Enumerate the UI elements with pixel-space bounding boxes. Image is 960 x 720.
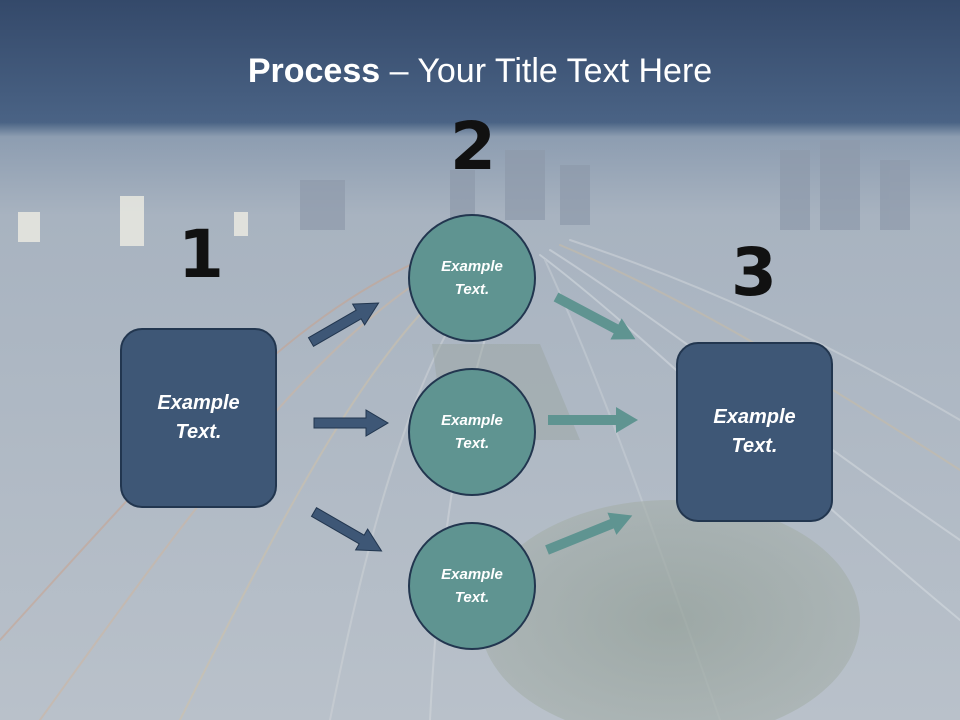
step-number-2: 2 xyxy=(450,108,496,185)
circle-bottom-line1: Example xyxy=(441,566,503,583)
circle-bottom: Example Text. xyxy=(408,522,536,650)
arrow-down-right-dark xyxy=(310,506,383,552)
right-box-line2: Text. xyxy=(731,435,778,457)
arrow-down-right-teal xyxy=(553,292,636,340)
arrow-up-right-dark xyxy=(307,302,380,348)
right-box: Example Text. xyxy=(676,342,833,522)
slide-title: Process – Your Title Text Here xyxy=(0,52,960,91)
circle-middle-line2: Text. xyxy=(454,435,490,452)
left-box-line2: Text. xyxy=(175,421,222,443)
step-number-1: 1 xyxy=(178,216,224,293)
circle-top: Example Text. xyxy=(408,214,536,342)
circle-top-line1: Example xyxy=(441,258,503,275)
arrow-up-right-teal xyxy=(545,512,633,555)
title-rest: – Your Title Text Here xyxy=(380,52,713,90)
left-box-line1: Example xyxy=(157,392,240,414)
circle-middle: Example Text. xyxy=(408,368,536,496)
circle-bottom-line2: Text. xyxy=(454,589,490,606)
arrow-right-dark xyxy=(313,409,389,437)
step-number-3: 3 xyxy=(731,234,777,311)
left-box: Example Text. xyxy=(120,328,277,508)
circle-top-line2: Text. xyxy=(454,281,490,298)
arrow-right-teal xyxy=(548,407,638,433)
title-bold: Process xyxy=(247,52,381,90)
circle-middle-line1: Example xyxy=(441,412,503,429)
right-box-line1: Example xyxy=(713,406,796,428)
